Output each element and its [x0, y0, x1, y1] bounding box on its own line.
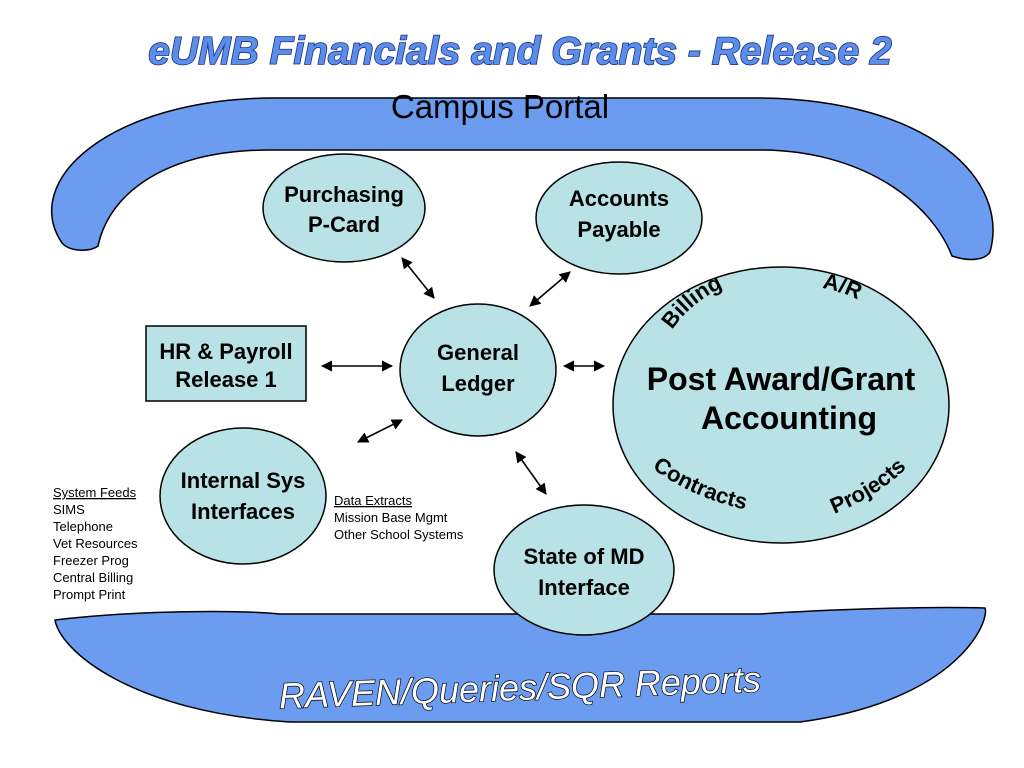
arrow-purchasing-gl [401, 257, 435, 299]
data-extracts-list: Data Extracts Mission Base Mgmt Other Sc… [334, 493, 464, 542]
system-feed-item: Central Billing [53, 570, 133, 585]
node-purchasing: Purchasing P-Card [262, 153, 426, 263]
node-accounts-payable: Accounts Payable [535, 161, 703, 275]
node-state-md: State of MD Interface [493, 504, 675, 636]
general-ledger-line1: General [437, 340, 519, 365]
internal-sys-line2: Interfaces [191, 499, 295, 524]
arrow-internal-gl [356, 419, 404, 443]
data-extracts-heading: Data Extracts [334, 493, 413, 508]
internal-sys-line1: Internal Sys [181, 468, 306, 493]
system-feed-item: SIMS [53, 502, 85, 517]
system-feed-item: Freezer Prog [53, 553, 129, 568]
system-feed-item: Telephone [53, 519, 113, 534]
campus-portal-label: Campus Portal [391, 88, 609, 125]
post-award-line1: Post Award/Grant [647, 361, 916, 397]
state-md-line1: State of MD [524, 544, 645, 569]
general-ledger-line2: Ledger [441, 371, 515, 396]
purchasing-line1: Purchasing [284, 182, 404, 207]
system-feed-item: Vet Resources [53, 536, 138, 551]
state-md-line2: Interface [538, 575, 630, 600]
campus-portal-band [50, 97, 994, 261]
diagram-title: eUMB Financials and Grants - Release 2 [148, 30, 892, 73]
arrow-gl-state [515, 451, 547, 495]
data-extract-item: Mission Base Mgmt [334, 510, 448, 525]
hr-payroll-line1: HR & Payroll [159, 339, 292, 364]
node-general-ledger: General Ledger [399, 303, 557, 437]
purchasing-line2: P-Card [308, 212, 380, 237]
node-post-award: Post Award/Grant Accounting Billing A/R … [612, 266, 950, 544]
system-feed-item: Prompt Print [53, 587, 126, 602]
accounts-payable-line1: Accounts [569, 186, 669, 211]
accounts-payable-line2: Payable [577, 217, 660, 242]
node-hr-payroll: HR & Payroll Release 1 [145, 325, 307, 402]
system-feeds-list: System Feeds SIMS Telephone Vet Resource… [53, 485, 138, 602]
arrow-ap-gl [529, 271, 571, 307]
system-feeds-heading: System Feeds [53, 485, 137, 500]
raven-band [54, 606, 987, 723]
hr-payroll-line2: Release 1 [175, 367, 277, 392]
post-award-line2: Accounting [701, 400, 877, 436]
node-internal-sys: Internal Sys Interfaces [159, 427, 327, 565]
data-extract-item: Other School Systems [334, 527, 464, 542]
